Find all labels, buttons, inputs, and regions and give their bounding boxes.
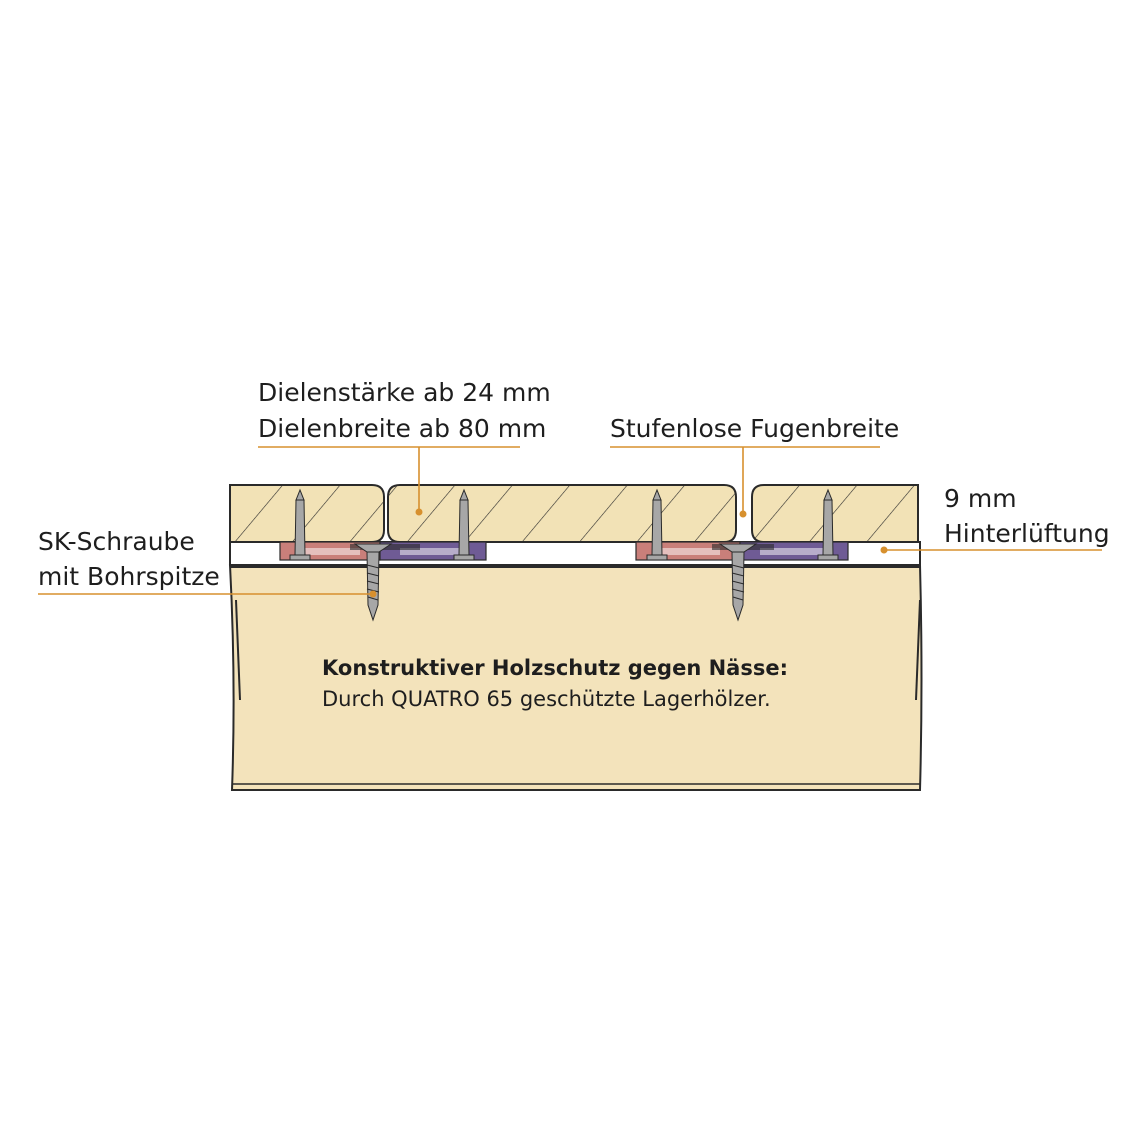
label-board-width: Dielenbreite ab 80 mm: [258, 414, 546, 443]
label-board-thickness: Dielenstärke ab 24 mm: [258, 378, 551, 407]
joist: [228, 564, 923, 791]
sk-screw-left: [353, 543, 393, 622]
joist-break-left: [235, 599, 241, 701]
label-screw-2: mit Bohrspitze: [38, 562, 220, 591]
board-screws: [289, 488, 839, 561]
board-screw-2: [453, 488, 475, 561]
leader-lines: [38, 446, 1102, 598]
note-heading: Konstruktiver Holzschutz gegen Nässe:: [322, 656, 788, 680]
label-joint-width: Stufenlose Fugenbreite: [610, 414, 899, 443]
board-left: [229, 484, 385, 543]
note-text: Durch QUATRO 65 geschützte Lagerhölzer.: [322, 687, 771, 711]
sk-screw-right: [718, 543, 758, 622]
label-screw-1: SK-Schraube: [38, 527, 195, 556]
label-ventilation-2: Hinterlüftung: [944, 519, 1110, 548]
joist-body: [228, 564, 923, 791]
leader-board-dot: [415, 508, 423, 516]
board-screw-4: [817, 488, 839, 561]
board-right: [751, 484, 919, 543]
decking-boards: [229, 484, 919, 543]
board-screw-1: [289, 488, 311, 561]
joist-break-right: [915, 599, 921, 701]
board-screw-3: [646, 488, 668, 561]
leader-screw-dot: [369, 590, 377, 598]
label-ventilation-1: 9 mm: [944, 484, 1017, 513]
leader-joint-dot: [739, 510, 747, 518]
board-middle: [387, 484, 737, 543]
leader-ventilation-dot: [880, 546, 888, 554]
joist-screws: [353, 543, 758, 622]
